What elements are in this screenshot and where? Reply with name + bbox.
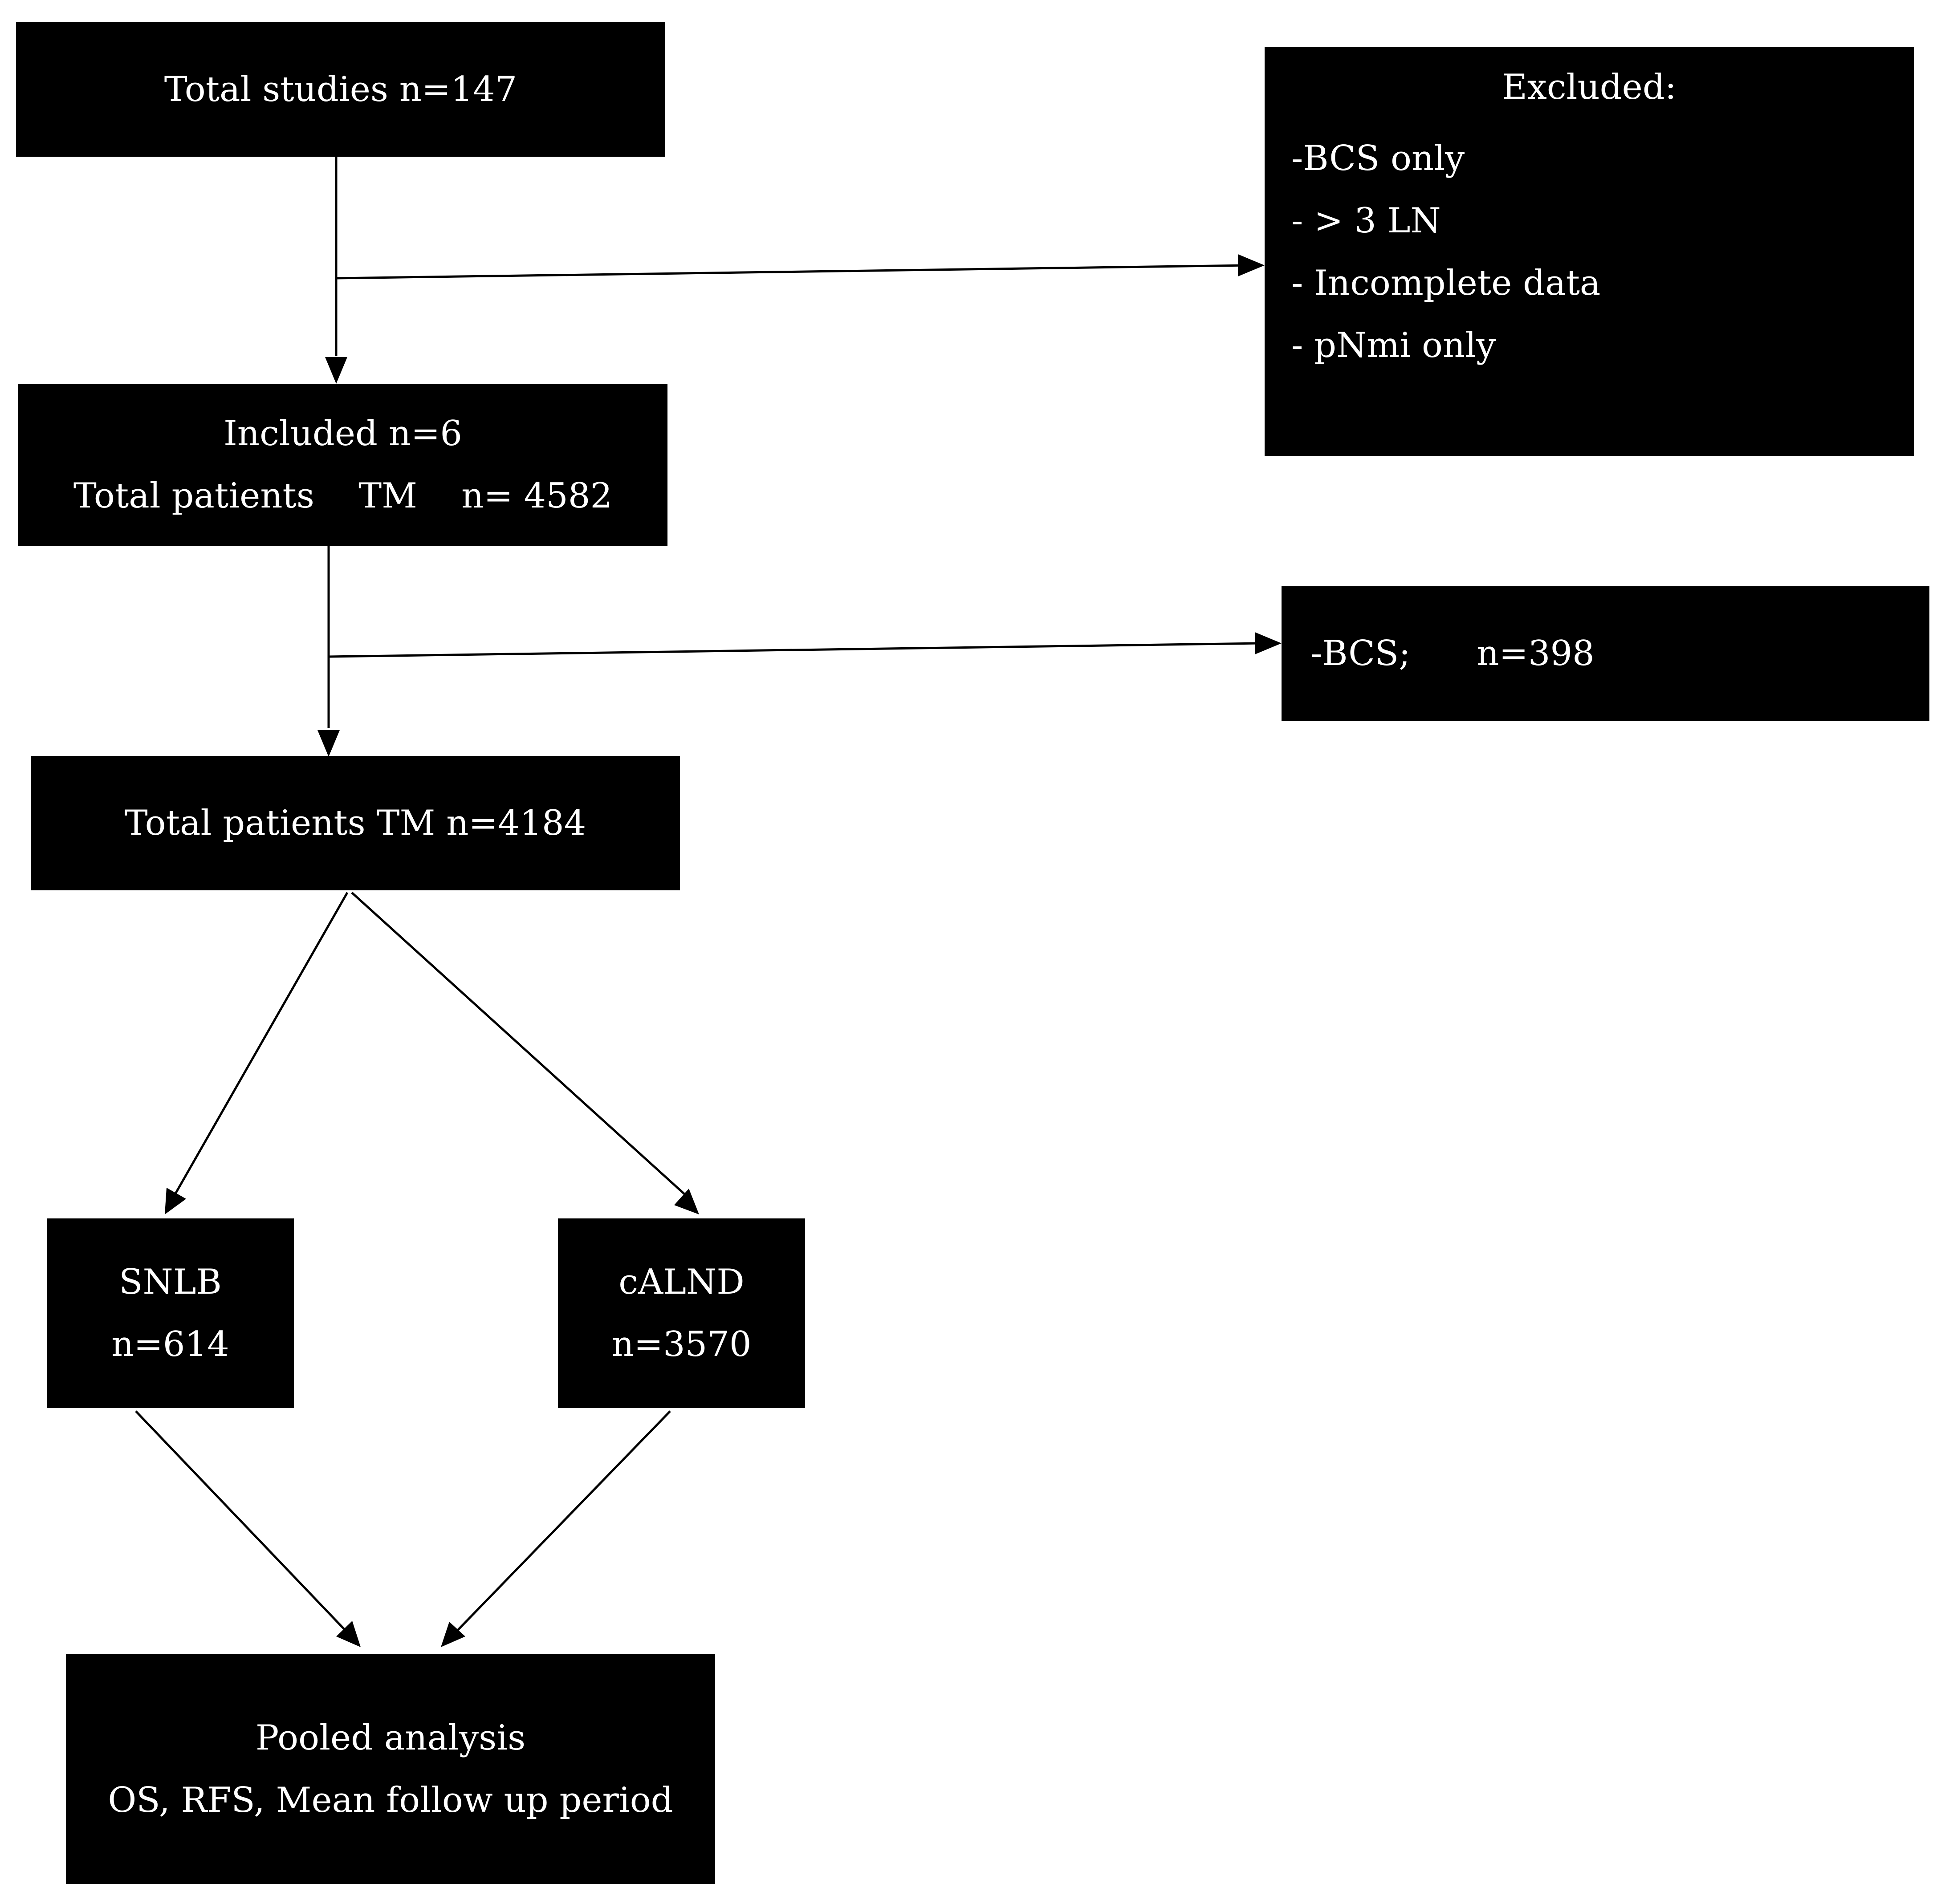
included-box: Included n=6 Total patients TM n= 4582 <box>18 384 667 546</box>
included-patients-label: Total patients TM n= 4582 <box>73 476 613 516</box>
calnd-box: cALND n=3570 <box>558 1218 805 1408</box>
total-patients-label: Total patients TM n=4184 <box>124 803 586 843</box>
calnd-label: cALND <box>618 1262 745 1302</box>
excluded-box: Excluded: -BCS only - > 3 LN - Incomplet… <box>1265 47 1914 456</box>
excluded-item: - > 3 LN <box>1291 201 1441 241</box>
pooled-analysis-box: Pooled analysis OS, RFS, Mean follow up … <box>66 1654 715 1884</box>
total-studies-label: Total studies n=147 <box>164 69 517 110</box>
total-patients-box: Total patients TM n=4184 <box>31 756 680 890</box>
arrowhead-calnd <box>674 1189 699 1214</box>
calnd-count: n=3570 <box>611 1324 752 1364</box>
bcs-label: -BCS; n=398 <box>1310 633 1595 674</box>
arrow-total-to-calnd <box>351 892 686 1195</box>
pooled-metrics: OS, RFS, Mean follow up period <box>108 1780 673 1820</box>
arrowhead-right-1 <box>1238 254 1265 276</box>
bcs-box: -BCS; n=398 <box>1282 586 1929 721</box>
arrowhead-pooled-right <box>441 1622 465 1647</box>
pooled-title: Pooled analysis <box>255 1718 526 1758</box>
snlb-count: n=614 <box>111 1324 229 1364</box>
arrowhead-snlb <box>165 1188 186 1214</box>
snlb-label: SNLB <box>119 1262 222 1302</box>
arrow-to-bcs <box>328 642 1260 658</box>
excluded-item: - Incomplete data <box>1291 263 1601 303</box>
arrow-total-to-snlb <box>174 892 349 1195</box>
arrow-to-excluded <box>336 264 1247 280</box>
arrowhead-pooled-left <box>336 1621 361 1647</box>
arrow-calnd-to-pooled <box>453 1410 671 1635</box>
arrowhead-down-1 <box>325 357 347 384</box>
included-label: Included n=6 <box>224 414 462 454</box>
excluded-item: -BCS only <box>1291 138 1465 179</box>
excluded-title: Excluded: <box>1501 67 1677 107</box>
arrow-snlb-to-pooled <box>135 1410 350 1635</box>
arrowhead-down-2 <box>317 730 340 757</box>
snlb-box: SNLB n=614 <box>47 1218 294 1408</box>
arrowhead-right-2 <box>1255 632 1282 654</box>
total-studies-box: Total studies n=147 <box>16 22 665 157</box>
excluded-item: - pNmi only <box>1291 325 1496 365</box>
